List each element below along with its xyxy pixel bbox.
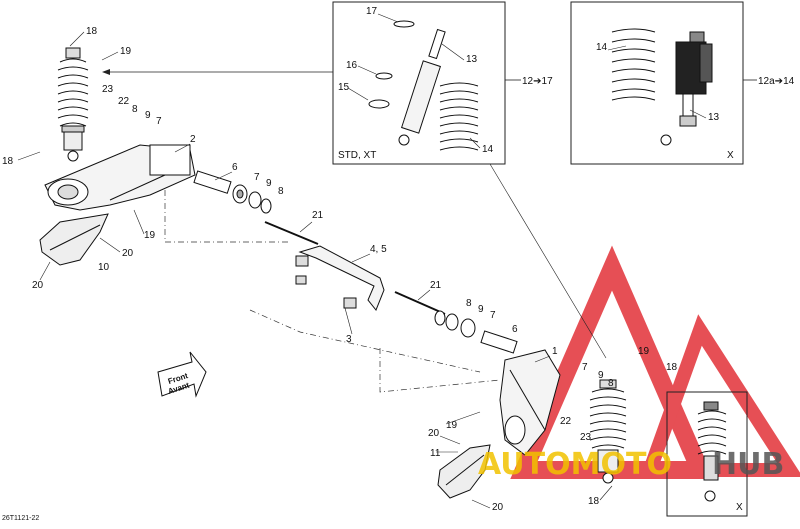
callout-7: 7 [582,362,588,373]
upper-shock-absorber [57,47,89,162]
callout-1: 1 [552,346,558,357]
callout-8: 8 [278,186,284,197]
assembly-lines [164,190,501,393]
callout-20: 20 [32,280,44,291]
callout-7: 7 [156,116,162,127]
figure-code: 26T1121-22 [2,515,39,522]
callout-18: 18 [2,156,14,167]
callout-14: 14 [482,144,494,155]
callout-13: 13 [466,54,478,65]
callout-3: 3 [346,334,352,345]
callout-4-5: 4, 5 [370,244,387,255]
svg-text:AUTOMOTO: AUTOMOTO [478,447,672,482]
callout-2: 2 [190,134,196,145]
callout-8: 8 [132,104,138,115]
callout-13: 13 [708,112,720,123]
lower-shock-absorber [589,379,627,484]
svg-text:HUB: HUB [712,447,784,482]
callout-19: 19 [120,46,132,57]
callout-19: 19 [144,230,156,241]
lower-swing-arm [499,349,561,456]
callout-20: 20 [492,502,504,513]
inset-std-label: STD, XT [338,150,376,161]
upper-pivot-shaft [193,170,272,214]
callout-10: 10 [98,262,110,273]
callout-9: 9 [478,304,484,315]
callout-14: 14 [596,42,608,53]
callout-23: 23 [102,84,114,95]
inset-x-ref: 12a➔14 [758,76,795,87]
callout-leaders [17,13,707,509]
callout-20: 20 [122,248,134,259]
inset-std-parts [368,20,479,151]
callout-7: 7 [254,172,260,183]
callout-18: 18 [588,496,600,507]
callout-22: 22 [118,96,130,107]
callout-9: 9 [598,370,604,381]
callout-17: 17 [366,6,378,17]
callout-9: 9 [145,110,151,121]
stabilizer-bar [295,245,385,311]
inset-small-parts [697,401,727,502]
upper-long-bolt [264,221,319,245]
upper-skid-plate [39,213,109,266]
callout-18: 18 [666,362,678,373]
inset-x-parts [611,28,713,146]
callout-9: 9 [266,178,272,189]
inset-small-label: X [736,502,743,513]
callout-21: 21 [430,280,442,291]
callout-21: 21 [312,210,324,221]
lower-long-bolt [394,291,446,315]
callout-23: 23 [580,432,592,443]
callout-16: 16 [346,60,358,71]
inset-small-box [666,391,748,517]
inset-std-ref: 12➔17 [522,76,553,87]
callout-8: 8 [466,298,472,309]
inset-x-box [570,1,744,165]
callout-8: 8 [608,378,614,389]
inset-x-label: X [727,150,734,161]
callout-6: 6 [512,324,518,335]
watermark-logo [510,245,800,479]
callout-22: 22 [560,416,572,427]
callout-19: 19 [638,346,650,357]
watermark-text: AUTOMOTO HUB [478,447,784,482]
lower-pivot-shaft [434,310,518,354]
callout-11: 11 [430,448,441,459]
callout-20: 20 [428,428,440,439]
callout-6: 6 [232,162,238,173]
callout-18: 18 [86,26,98,37]
callout-labels: 18 19 23 22 8 9 7 2 18 6 7 9 8 19 20 10 … [2,6,720,513]
upper-swing-arm [44,144,196,211]
inset-std-box [332,1,506,165]
front-direction-arrow: Front Avant [157,351,207,398]
callout-7: 7 [490,310,496,321]
callout-15: 15 [338,82,350,93]
lower-skid-plate [437,444,491,499]
callout-19: 19 [446,420,458,431]
